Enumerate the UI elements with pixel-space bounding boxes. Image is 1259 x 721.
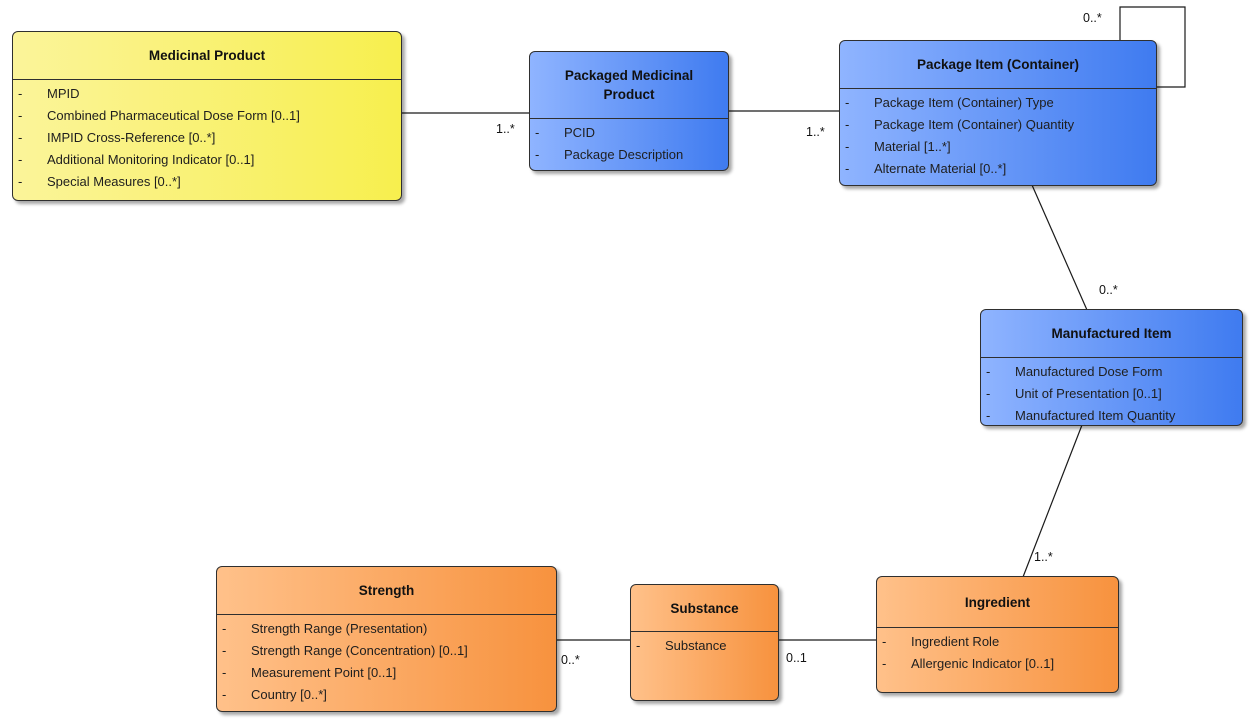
attribute-item: -Allergenic Indicator [0..1] <box>882 656 1055 671</box>
multiplicity-label: 1..* <box>1034 550 1053 564</box>
class-header: Strength <box>217 567 556 615</box>
assoc-manufactured-ingredient <box>1022 424 1083 578</box>
class-package-item[interactable]: Package Item (Container) -Package Item (… <box>839 40 1157 186</box>
attribute-item: -PCID <box>535 125 596 140</box>
attribute-item: -Strength Range (Concentration) [0..1] <box>222 643 468 658</box>
multiplicity-label: 0..* <box>1099 283 1118 297</box>
class-title: Ingredient <box>964 594 1031 610</box>
attribute-item: -MPID <box>18 86 80 101</box>
attribute-item: -Substance <box>636 638 727 653</box>
attribute-item: -Unit of Presentation [0..1] <box>986 386 1162 401</box>
attribute-list: -Ingredient Role -Allergenic Indicator [… <box>877 628 1118 675</box>
attribute-item: -Package Description <box>535 147 684 162</box>
attribute-list: -Substance <box>631 632 778 657</box>
class-title: Medicinal Product <box>148 48 266 63</box>
attribute-item: -IMPID Cross-Reference [0..*] <box>18 130 216 145</box>
class-ingredient[interactable]: Ingredient -Ingredient Role -Allergenic … <box>876 576 1119 693</box>
attribute-item: -Package Item (Container) Type <box>845 95 1054 110</box>
assoc-package-item-manufactured <box>1031 184 1088 311</box>
attribute-item: -Additional Monitoring Indicator [0..1] <box>18 152 255 167</box>
class-substance[interactable]: Substance -Substance <box>630 584 779 701</box>
attribute-item: -Special Measures [0..*] <box>18 174 181 189</box>
attribute-list: -MPID -Combined Pharmaceutical Dose Form… <box>13 80 401 193</box>
class-strength[interactable]: Strength -Strength Range (Presentation) … <box>216 566 557 712</box>
class-header: Medicinal Product <box>13 32 401 80</box>
multiplicity-label: 1..* <box>806 125 825 139</box>
attribute-item: -Measurement Point [0..1] <box>222 665 397 680</box>
multiplicity-label: 0..* <box>561 653 580 667</box>
attribute-item: -Manufactured Item Quantity <box>986 408 1176 423</box>
class-packaged-medicinal-product[interactable]: Packaged Medicinal Product -PCID -Packag… <box>529 51 729 171</box>
attribute-item: -Package Item (Container) Quantity <box>845 117 1075 132</box>
class-header: Manufactured Item <box>981 310 1242 358</box>
attribute-list: -PCID -Package Description <box>530 119 728 166</box>
multiplicity-label: 1..* <box>496 122 515 136</box>
class-title: Substance <box>670 600 739 616</box>
class-title: Manufactured Item <box>1051 326 1172 341</box>
multiplicity-label: 0..1 <box>786 651 807 665</box>
class-manufactured-item[interactable]: Manufactured Item -Manufactured Dose For… <box>980 309 1243 426</box>
attribute-item: -Combined Pharmaceutical Dose Form [0..1… <box>18 108 300 123</box>
attribute-list: -Strength Range (Presentation) -Strength… <box>217 615 556 706</box>
attribute-list: -Manufactured Dose Form -Unit of Present… <box>981 358 1242 425</box>
attribute-item: -Country [0..*] <box>222 687 327 702</box>
attribute-item: -Strength Range (Presentation) <box>222 621 428 636</box>
class-header: Ingredient <box>877 577 1118 628</box>
class-medicinal-product[interactable]: Medicinal Product -MPID -Combined Pharma… <box>12 31 402 201</box>
attribute-item: -Manufactured Dose Form <box>986 364 1163 379</box>
class-title: Strength <box>358 583 415 598</box>
class-header: Substance <box>631 585 778 632</box>
class-title: Packaged Medicinal Product <box>564 68 694 102</box>
class-header: Package Item (Container) <box>840 41 1156 89</box>
attribute-list: -Package Item (Container) Type -Package … <box>840 89 1156 180</box>
attribute-item: -Ingredient Role <box>882 634 1000 649</box>
assoc-package-item-self <box>1119 6 1186 88</box>
multiplicity-label: 0..* <box>1083 11 1102 25</box>
attribute-item: -Material [1..*] <box>845 139 951 154</box>
class-title: Package Item (Container) <box>916 57 1080 72</box>
attribute-item: -Alternate Material [0..*] <box>845 161 1007 176</box>
class-header: Packaged Medicinal Product <box>530 52 728 119</box>
